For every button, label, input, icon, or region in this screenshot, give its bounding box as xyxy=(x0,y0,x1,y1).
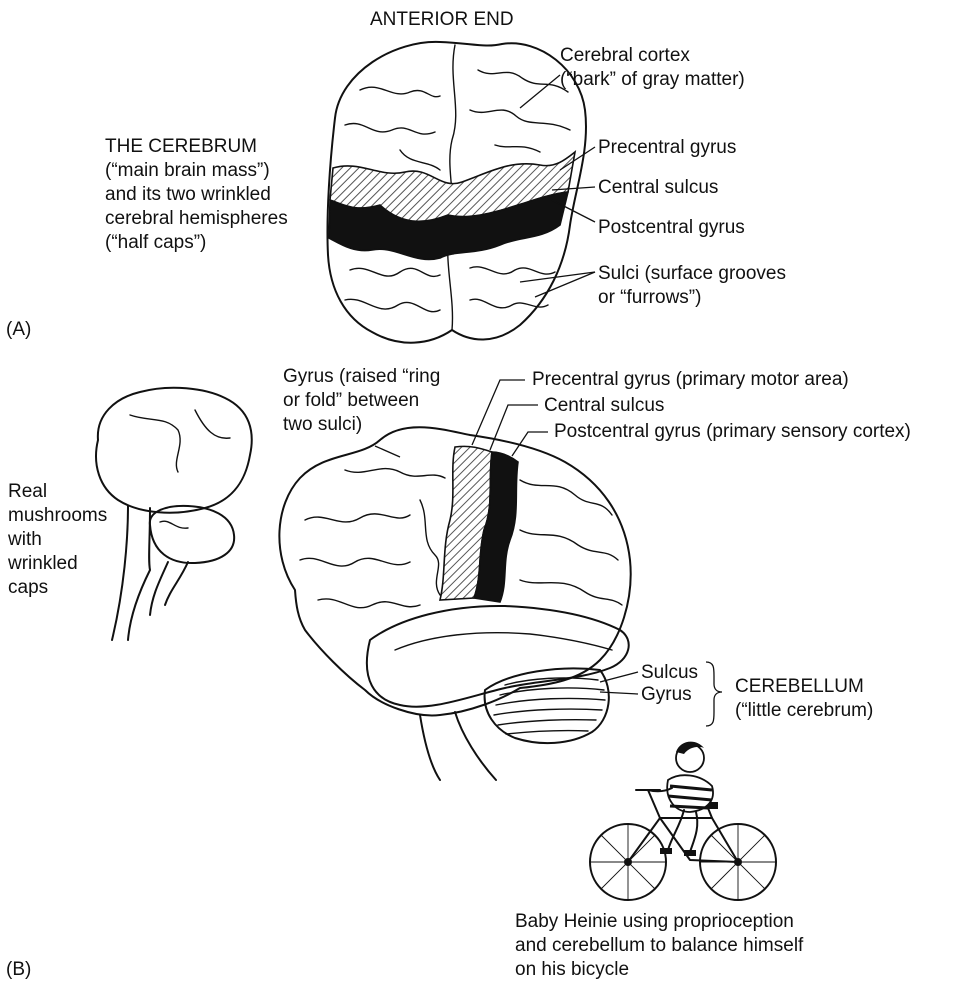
label-central-sulcus-b: Central sulcus xyxy=(544,395,665,416)
mushroom-drawing xyxy=(95,386,253,641)
panel-a-leader-lines xyxy=(519,74,596,298)
label-sulci: Sulci (surface grooves or “furrows”) xyxy=(598,263,786,308)
cerebrum-description: THE CEREBRUM (“main brain mass”) and its… xyxy=(105,136,288,253)
label-cerebral-cortex: Cerebral cortex (“bark” of gray matter) xyxy=(560,45,745,90)
label-precentral-gyrus-a: Precentral gyrus xyxy=(598,137,737,158)
bicycle-caption: Baby Heinie using proprioception and cer… xyxy=(515,911,804,980)
label-gyrus-definition: Gyrus (raised “ring or fold” between two… xyxy=(283,366,441,435)
brain-side-view xyxy=(278,426,632,781)
child-on-bicycle xyxy=(589,741,777,901)
panel-b-label: (B) xyxy=(6,959,32,980)
label-sulcus: Sulcus xyxy=(641,662,699,683)
label-postcentral-gyrus-b: Postcentral gyrus (primary sensory corte… xyxy=(554,421,911,442)
label-gyrus-small: Gyrus xyxy=(641,684,692,705)
panel-b-leader-lines xyxy=(374,379,723,727)
anterior-end-heading: ANTERIOR END xyxy=(370,9,514,30)
label-cerebellum: CEREBELLUM (“little cerebrum) xyxy=(735,676,874,721)
label-precentral-gyrus-b: Precentral gyrus (primary motor area) xyxy=(532,369,849,390)
mushroom-description: Real mushrooms with wrinkled caps xyxy=(8,481,108,598)
cerebrum-top-view xyxy=(326,40,587,344)
label-central-sulcus-a: Central sulcus xyxy=(598,177,719,198)
label-postcentral-gyrus-a: Postcentral gyrus xyxy=(598,217,745,238)
panel-a-label: (A) xyxy=(6,319,32,340)
